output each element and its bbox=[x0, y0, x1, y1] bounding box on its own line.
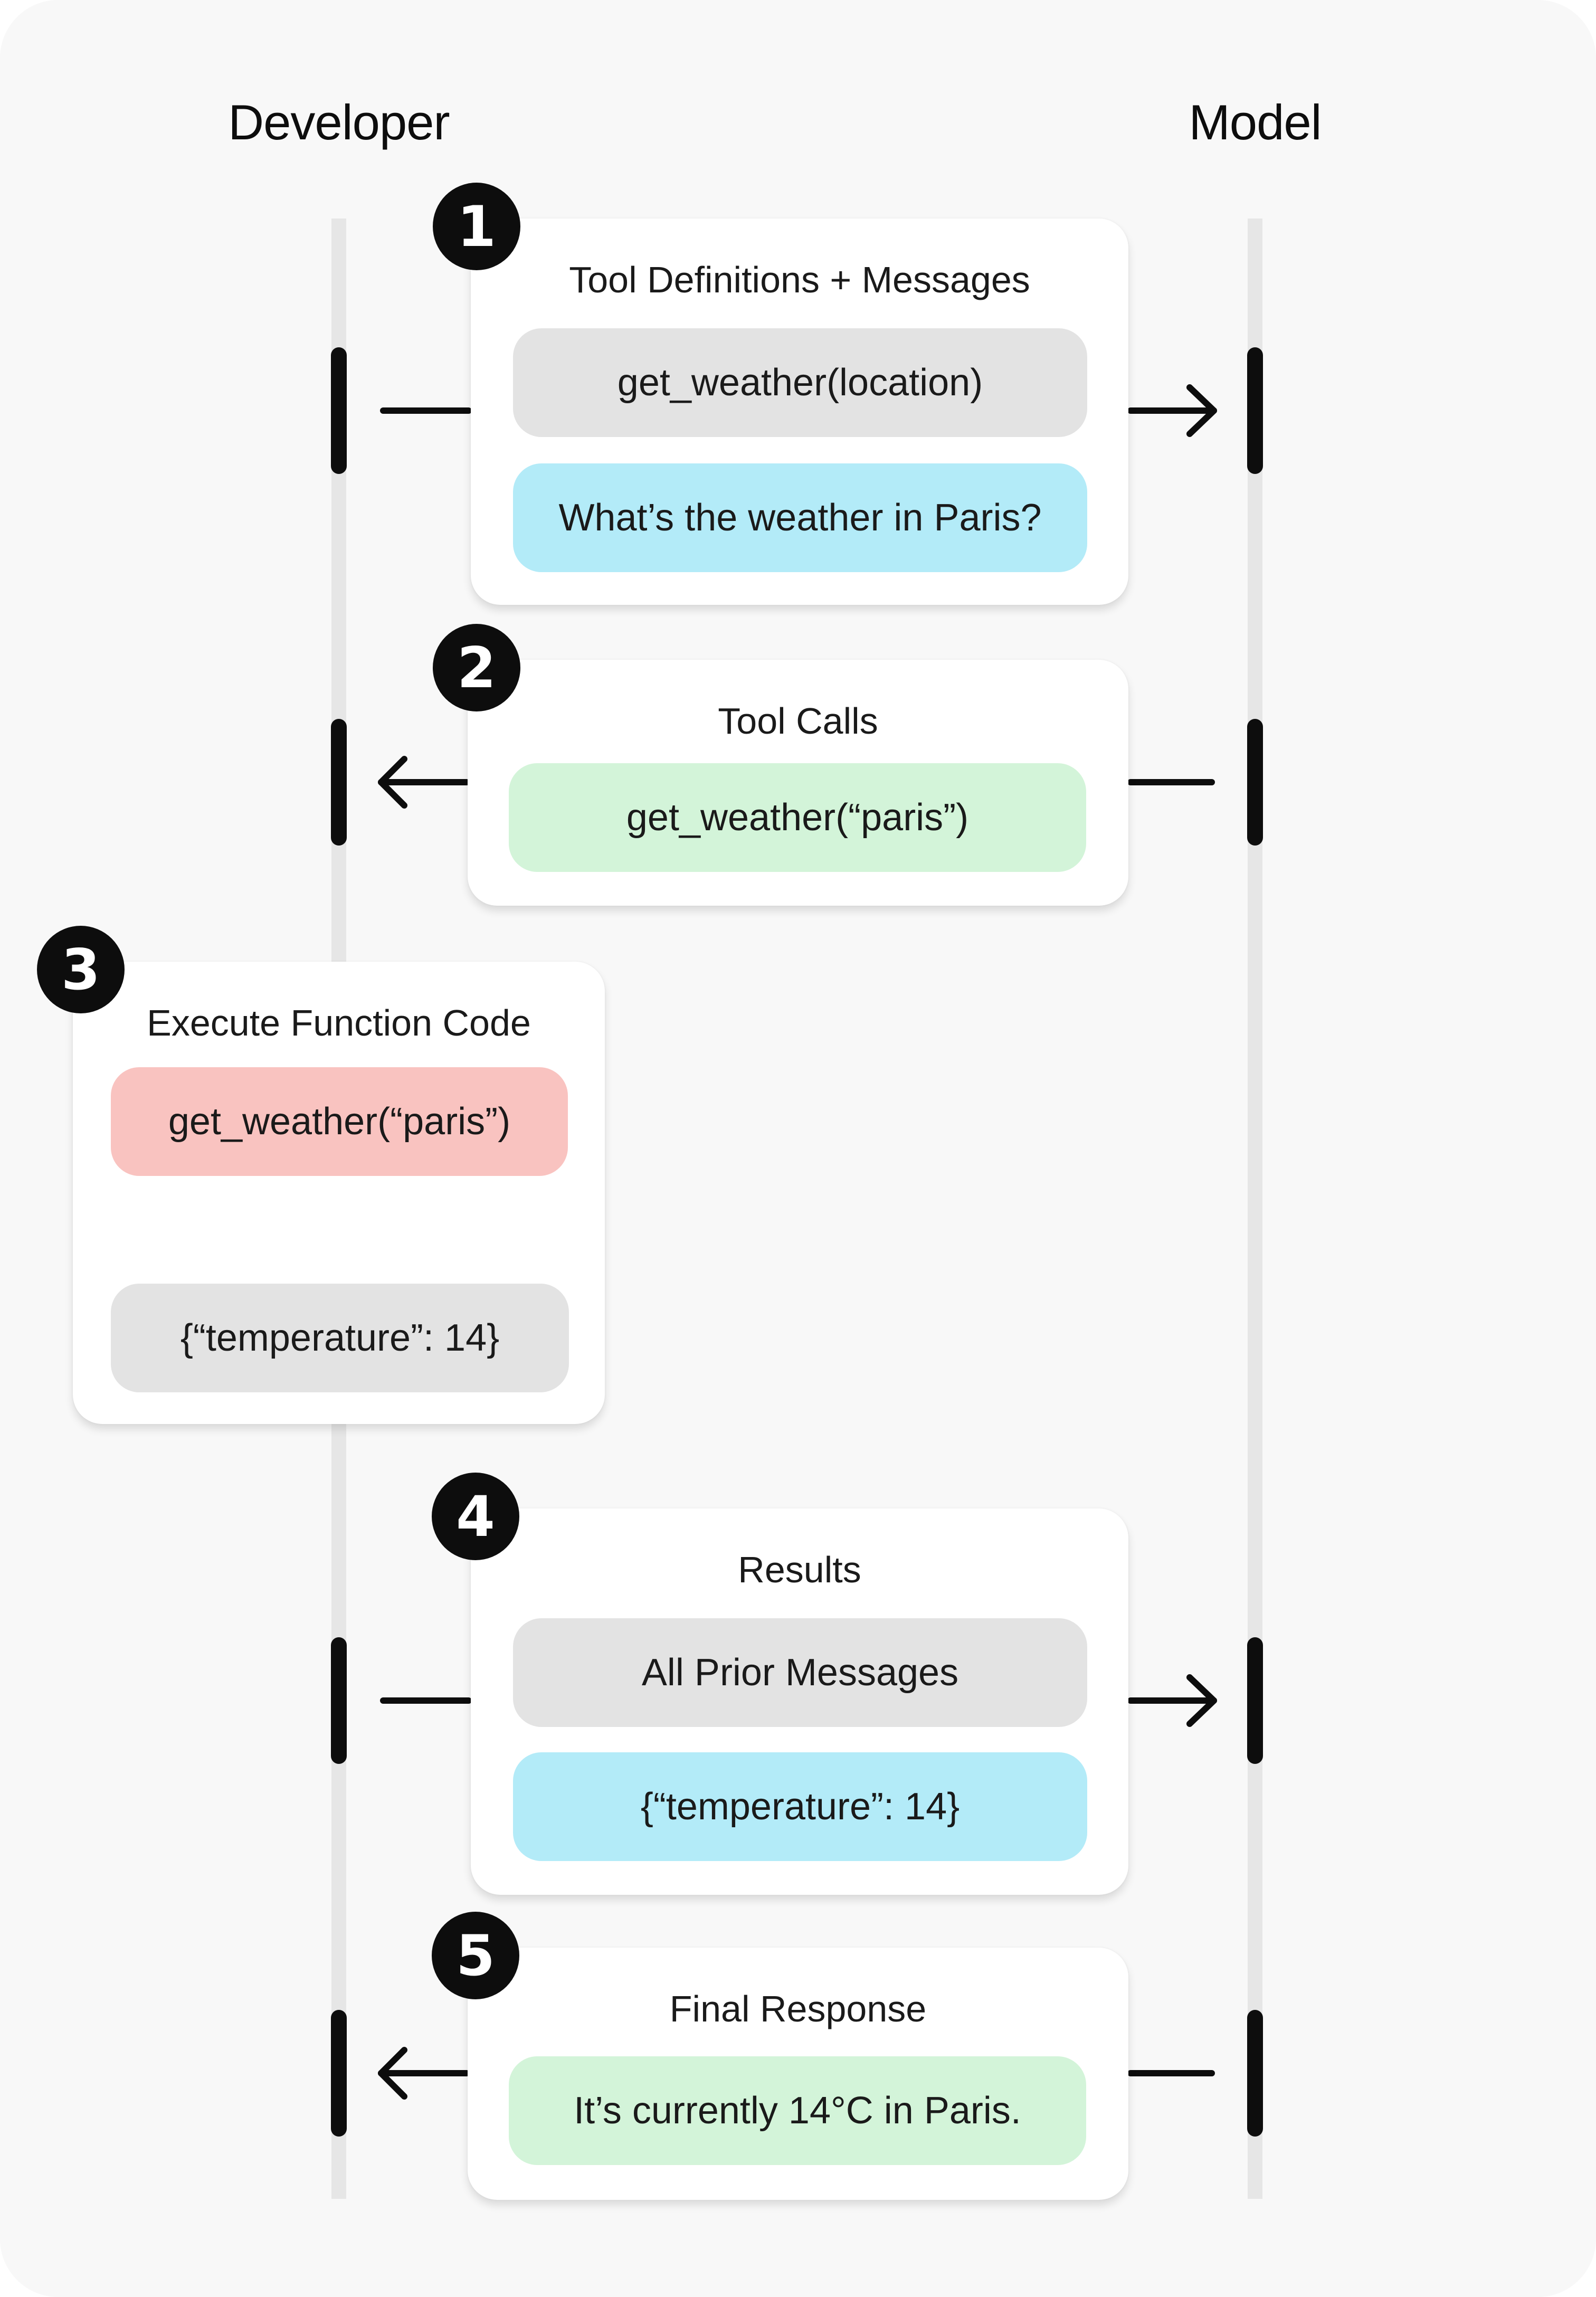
arrow-right-icon bbox=[1127, 384, 1217, 437]
developer-tick-step-2 bbox=[331, 719, 347, 846]
model-lane-title: Model bbox=[1189, 94, 1322, 150]
step-2-card: Tool Calls get_weather(“paris”) bbox=[468, 660, 1128, 906]
step-4-title: Results bbox=[738, 1549, 861, 1590]
step-4-badge: 4 bbox=[432, 1473, 519, 1560]
step-3-card: Execute Function Code get_weather(“paris… bbox=[73, 962, 605, 1424]
step-2-badge: 2 bbox=[433, 624, 520, 711]
step-3-pill-function-call: get_weather(“paris”) bbox=[111, 1067, 568, 1176]
step-4-pill-tool-result: {“temperature”: 14} bbox=[513, 1752, 1087, 1861]
step-5-card: Final Response It’s currently 14°C in Pa… bbox=[468, 1948, 1128, 2200]
step-1-pill-tool-definition: get_weather(location) bbox=[513, 328, 1087, 437]
step-4-pill-prior-messages: All Prior Messages bbox=[513, 1618, 1087, 1727]
step-5-badge: 5 bbox=[432, 1912, 519, 1999]
model-tick-step-2 bbox=[1247, 719, 1263, 846]
step-5-pill-final-response: It’s currently 14°C in Paris. bbox=[509, 2056, 1086, 2165]
developer-tick-step-4 bbox=[331, 1637, 347, 1764]
model-tick-step-1 bbox=[1247, 347, 1263, 474]
developer-lane-title: Developer bbox=[228, 94, 450, 150]
developer-tick-step-5 bbox=[331, 2010, 347, 2137]
model-tick-step-4 bbox=[1247, 1637, 1263, 1764]
arrow-left-icon bbox=[378, 2047, 470, 2100]
step-1-badge: 1 bbox=[433, 183, 520, 270]
step-3-title: Execute Function Code bbox=[147, 1002, 531, 1043]
step-2-title: Tool Calls bbox=[718, 700, 878, 742]
step-2-pill-tool-call: get_weather(“paris”) bbox=[509, 763, 1086, 872]
step-3-pill-function-result: {“temperature”: 14} bbox=[111, 1284, 569, 1392]
arrow-left-icon bbox=[378, 756, 470, 809]
step-1-pill-user-message: What’s the weather in Paris? bbox=[513, 463, 1087, 572]
step-1-card: Tool Definitions + Messages get_weather(… bbox=[471, 219, 1128, 605]
step-1-title: Tool Definitions + Messages bbox=[569, 259, 1030, 300]
step-3-badge: 3 bbox=[37, 926, 125, 1013]
step-5-title: Final Response bbox=[669, 1988, 927, 2029]
model-tick-step-5 bbox=[1247, 2010, 1263, 2137]
developer-tick-step-1 bbox=[331, 347, 347, 474]
step-4-card: Results All Prior Messages {“temperature… bbox=[471, 1508, 1128, 1895]
arrow-right-icon bbox=[1127, 1674, 1217, 1727]
model-lifeline bbox=[1248, 219, 1262, 2199]
